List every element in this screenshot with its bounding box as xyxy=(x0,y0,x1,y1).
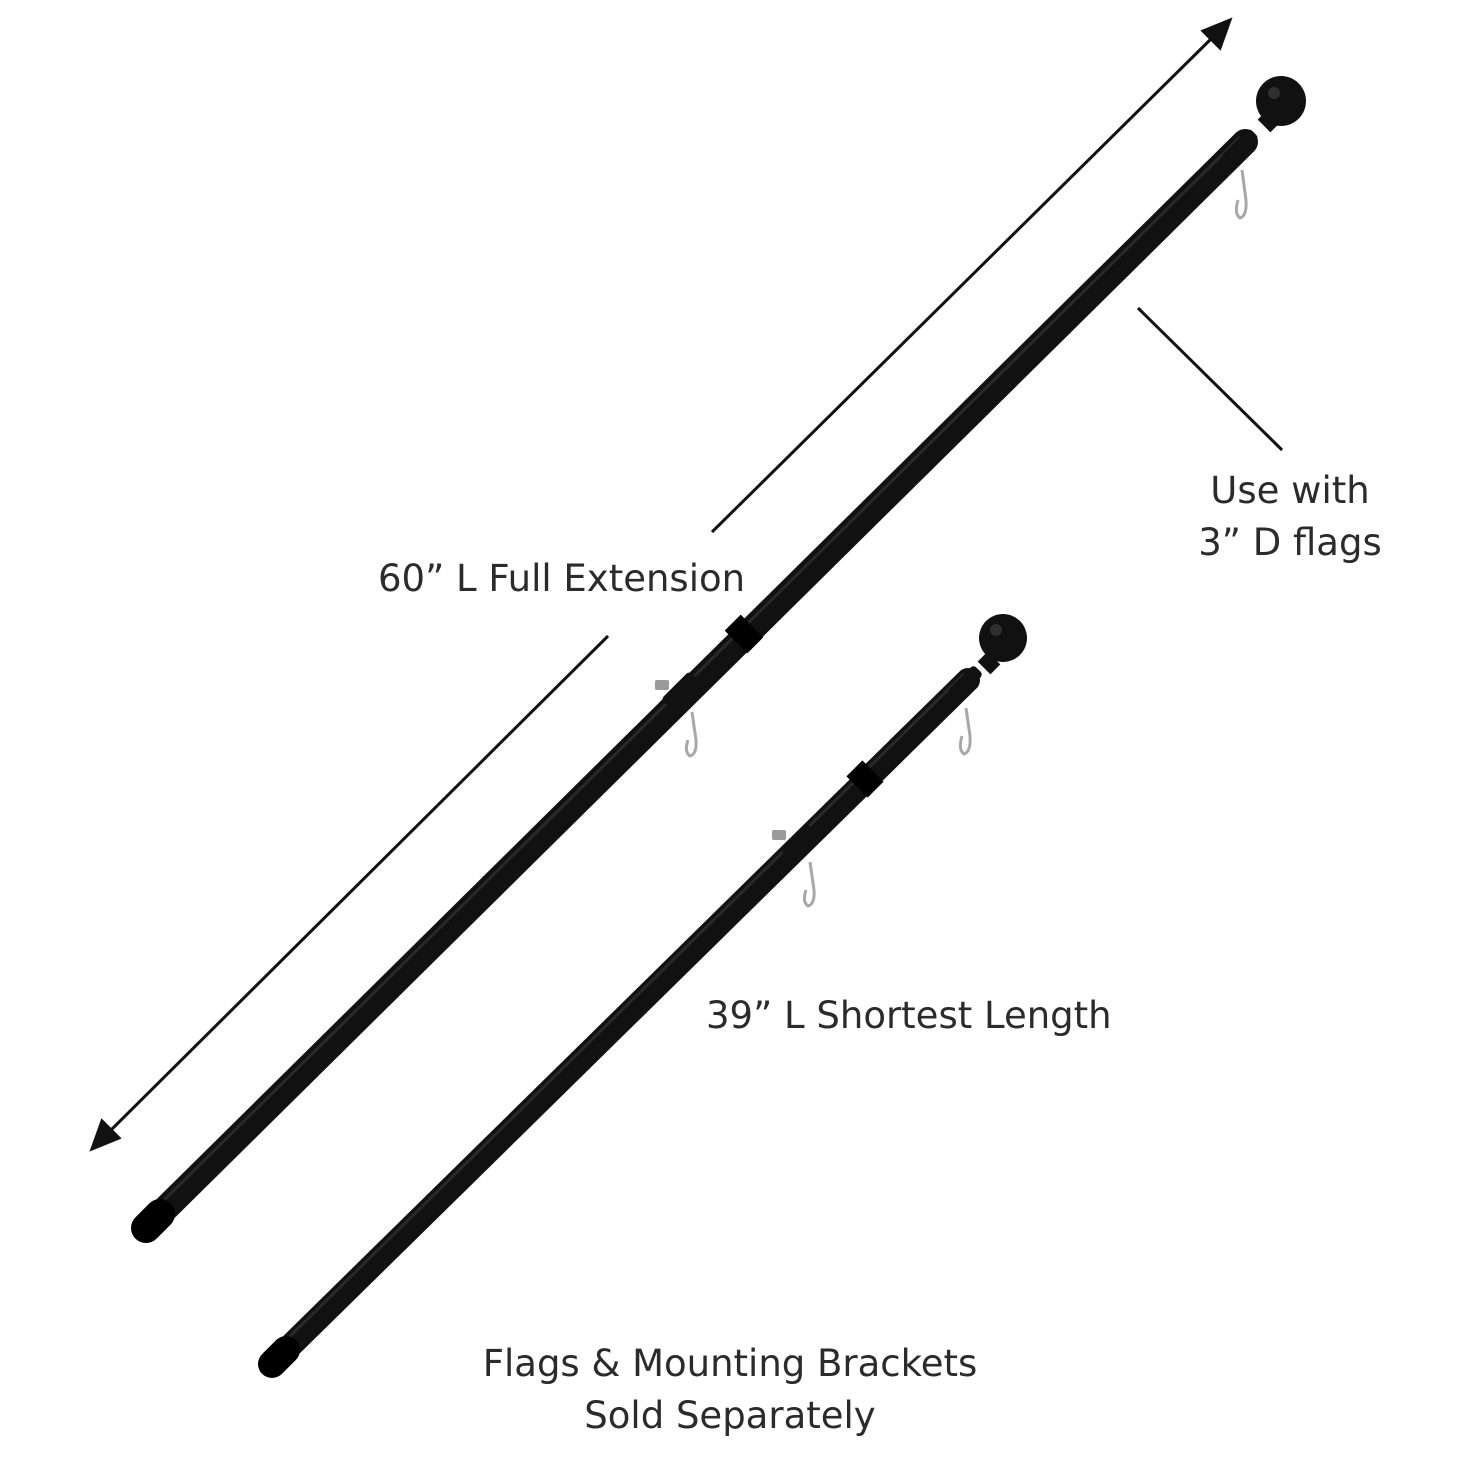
use-with-label: Use with 3” D flags xyxy=(1180,465,1400,569)
full-extension-arrow xyxy=(89,17,1233,1152)
short-pole xyxy=(258,614,1027,1378)
sold-separately-note: Flags & Mounting Brackets Sold Separatel… xyxy=(420,1338,1040,1442)
use-with-pointer-line xyxy=(1136,306,1284,452)
sold-note-line-2: Sold Separately xyxy=(584,1394,876,1437)
full-extension-label: 60” L Full Extension xyxy=(378,557,746,600)
use-with-line-1: Use with xyxy=(1210,469,1370,512)
sold-note-line-1: Flags & Mounting Brackets xyxy=(482,1342,978,1385)
long-pole xyxy=(131,76,1306,1243)
use-with-line-2: 3” D flags xyxy=(1198,521,1382,564)
shortest-length-label: 39” L Shortest Length xyxy=(706,994,1112,1037)
